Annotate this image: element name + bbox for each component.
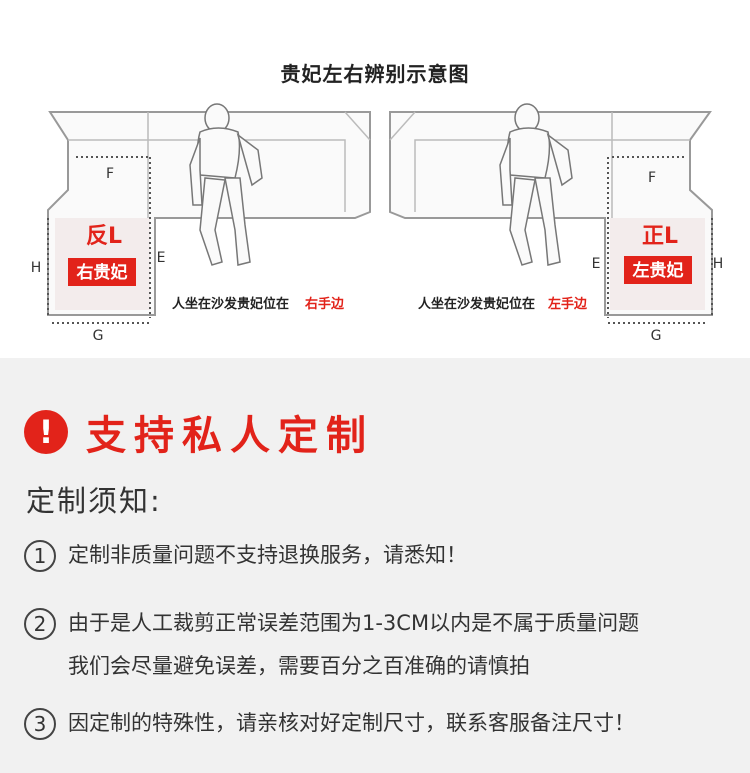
right-label-f: F [648, 170, 656, 186]
exclamation-icon: ! [24, 410, 68, 454]
left-label-f: F [106, 166, 114, 182]
left-label-h: H [31, 260, 42, 276]
notice-item-2-line-1: 由于是人工裁剪正常误差范围为1-3CM以内是不属于质量问题 [68, 611, 640, 635]
left-person-icon [189, 103, 263, 266]
left-badge-bg [68, 258, 136, 286]
notice-item-2: 2 由于是人工裁剪正常误差范围为1-3CM以内是不属于质量问题 我们会尽量避免误… [24, 608, 639, 688]
notice-section: ! 支持私人定制 定制须知: 1 定制非质量问题不支持退换服务，请悉知！ 2 由… [0, 358, 750, 773]
left-label-g: G [93, 328, 104, 344]
diagram-title: 贵妃左右辨别示意图 [280, 62, 470, 86]
notice-item-1: 1 定制非质量问题不支持退换服务，请悉知！ [24, 540, 467, 577]
right-label-h: H [713, 256, 724, 272]
right-label-g: G [651, 328, 662, 344]
left-caption-highlight: 右手边 [304, 296, 345, 312]
diagram-section: 贵妃左右辨别示意图 F E H G 反L 右贵妃 [0, 0, 750, 358]
circled-number-2: 2 [24, 608, 56, 640]
right-badge-bg [624, 256, 692, 284]
right-badge: 左贵妃 [633, 260, 684, 281]
circled-number-1: 1 [24, 540, 56, 572]
right-caption-prefix: 人坐在沙发贵妃位在 [418, 296, 535, 312]
notice-item-1-line-1: 定制非质量问题不支持退换服务，请悉知！ [68, 543, 467, 567]
notice-hero: ! 支持私人定制 [24, 403, 374, 461]
left-caption-prefix: 人坐在沙发贵妃位在 [172, 296, 289, 312]
notice-title: 支持私人定制 [86, 412, 374, 459]
left-label-e: E [157, 250, 166, 266]
notice-item-2-line-2: 我们会尽量避免误差，需要百分之百准确的请慎拍 [68, 654, 530, 678]
left-badge: 右贵妃 [77, 262, 128, 283]
right-label-e: E [592, 256, 601, 272]
right-direction-label: 正L [642, 224, 678, 249]
right-caption-highlight: 左手边 [548, 296, 588, 312]
right-person-icon [499, 103, 573, 266]
sofa-diagram: F E H G 反L 右贵妃 人坐在沙发贵妃位在 右手边 [31, 103, 724, 344]
circled-number-3: 3 [24, 708, 56, 740]
notice-item-3: 3 因定制的特殊性，请亲核对好定制尺寸，联系客服备注尺寸！ [24, 708, 635, 745]
left-direction-label: 反L [86, 224, 122, 249]
notes-subtitle: 定制须知: [26, 484, 162, 518]
notice-item-3-line-1: 因定制的特殊性，请亲核对好定制尺寸，联系客服备注尺寸！ [68, 711, 635, 735]
